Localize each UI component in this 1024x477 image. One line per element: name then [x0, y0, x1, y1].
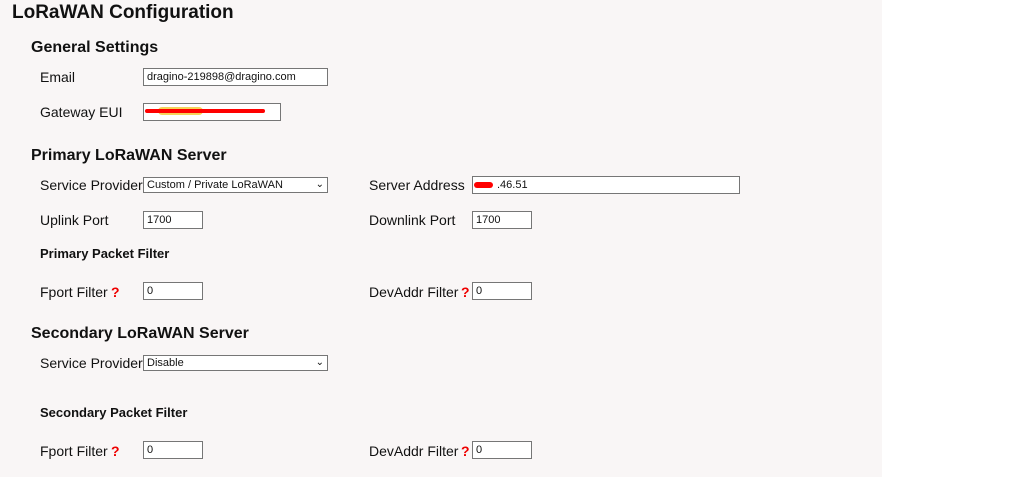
redaction-mark [145, 109, 265, 113]
primary-fport-label: Fport Filter [40, 284, 108, 300]
question-mark-icon[interactable]: ? [111, 443, 120, 459]
secondary-filter-heading: Secondary Packet Filter [40, 405, 188, 420]
gateway-eui-label: Gateway EUI [40, 104, 123, 120]
secondary-provider-value: Disable [147, 357, 184, 369]
email-input[interactable]: dragino-219898@dragino.com [143, 68, 328, 86]
primary-fport-input[interactable]: 0 [143, 282, 203, 300]
primary-devaddr-input[interactable]: 0 [472, 282, 532, 300]
secondary-fport-label: Fport Filter [40, 443, 108, 459]
uplink-port-input[interactable]: 1700 [143, 211, 203, 229]
uplink-port-label: Uplink Port [40, 212, 109, 228]
chevron-down-icon: ⌄ [315, 357, 324, 368]
server-address-label: Server Address [369, 177, 465, 193]
primary-provider-value: Custom / Private LoRaWAN [147, 179, 283, 191]
downlink-port-input[interactable]: 1700 [472, 211, 532, 229]
email-label: Email [40, 69, 76, 85]
general-settings-heading: General Settings [31, 39, 159, 56]
redaction-mark [474, 182, 493, 188]
question-mark-icon[interactable]: ? [111, 284, 120, 300]
secondary-provider-select[interactable]: Disable ⌄ [143, 355, 328, 371]
primary-provider-label: Service Provider [40, 177, 143, 193]
primary-filter-heading: Primary Packet Filter [40, 246, 170, 261]
secondary-fport-input[interactable]: 0 [143, 441, 203, 459]
secondary-devaddr-input[interactable]: 0 [472, 441, 532, 459]
chevron-down-icon: ⌄ [315, 179, 324, 190]
server-address-input[interactable]: .46.51 [472, 176, 740, 194]
secondary-devaddr-label: DevAddr Filter [369, 443, 459, 459]
config-panel: LoRaWAN Configuration General Settings E… [12, 2, 740, 459]
page-title: LoRaWAN Configuration [12, 2, 234, 23]
secondary-server-heading: Secondary LoRaWAN Server [31, 325, 249, 342]
secondary-provider-label: Service Provider [40, 355, 143, 371]
question-mark-icon[interactable]: ? [461, 284, 470, 300]
question-mark-icon[interactable]: ? [461, 443, 470, 459]
primary-devaddr-label: DevAddr Filter [369, 284, 459, 300]
downlink-port-label: Downlink Port [369, 212, 456, 228]
primary-server-heading: Primary LoRaWAN Server [31, 147, 227, 164]
primary-provider-select[interactable]: Custom / Private LoRaWAN ⌄ [143, 177, 328, 193]
